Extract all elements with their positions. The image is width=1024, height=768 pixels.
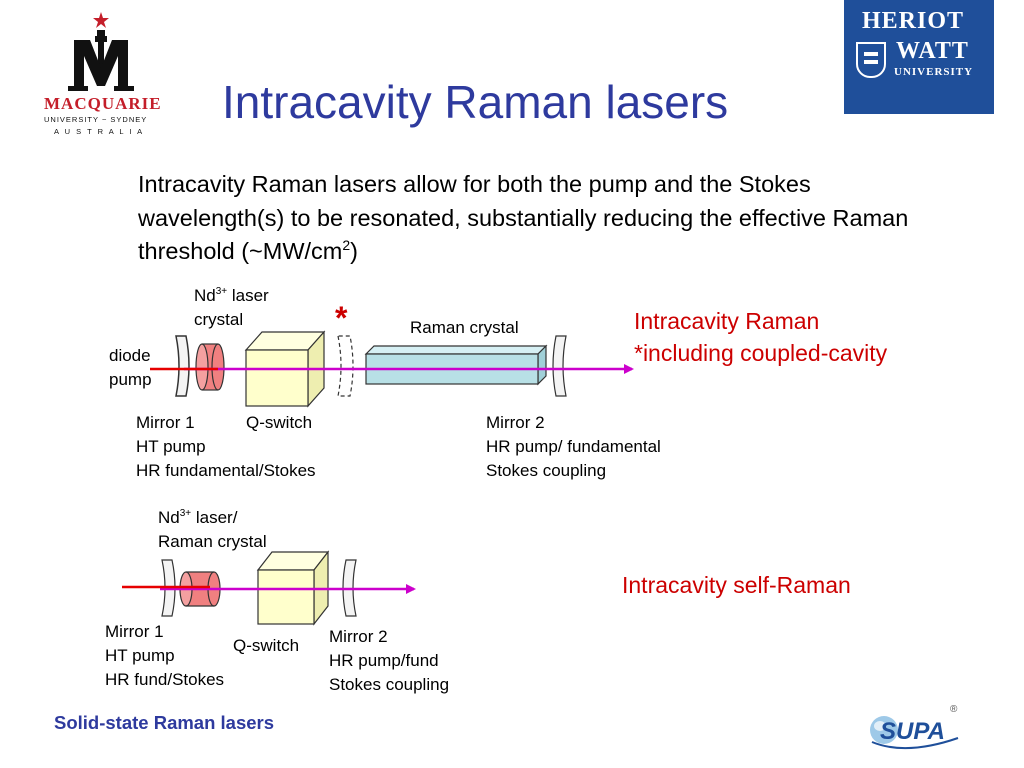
diagram2-nd-prefix: Nd: [158, 508, 180, 527]
heriot-watt-logo: HERIOT WATT UNIVERSITY: [844, 0, 994, 114]
macquarie-emblem-icon: [68, 12, 134, 91]
diagram2-nd-line2: Raman crystal: [158, 532, 267, 551]
heriot-watt-line1: HERIOT: [862, 8, 965, 34]
diagram1-mirror1-line2: HT pump: [136, 437, 206, 456]
coupled-cavity-star: *: [335, 300, 348, 336]
diagram1-diode-line2: pump: [109, 370, 152, 389]
diagram2-qswitch-label: Q-switch: [233, 636, 300, 655]
diagram2-mirror2-label: Mirror 2 HR pump/fund Stokes coupling: [329, 625, 449, 697]
heriot-watt-crest-icon: [856, 42, 886, 78]
diagram1-mirror2-line2: HR pump/ fundamental: [486, 437, 661, 456]
diagram1-mirror2-line1: Mirror 2: [486, 413, 545, 432]
diagram1-laser-crystal-shape: [195, 343, 225, 391]
heriot-watt-line3: UNIVERSITY: [894, 66, 974, 78]
diagram2-mirror2-line2: HR pump/fund: [329, 651, 439, 670]
intro-end: ): [350, 238, 358, 264]
diagram1-mirror2-label: Mirror 2 HR pump/ fundamental Stokes cou…: [486, 411, 661, 483]
diagram1-mirror1-shape: [175, 335, 190, 397]
macquarie-line3: A U S T R A L I A: [54, 127, 145, 136]
supa-logo: SUPA ®: [866, 704, 966, 758]
diagram2-nd-label: Nd3+ laser/ Raman crystal: [158, 506, 267, 554]
diagram1-mirror2-shape: [552, 335, 567, 397]
diagram2-caption: Intracavity self-Raman: [622, 572, 851, 598]
diagram1-caption: Intracavity Raman *including coupled-cav…: [634, 305, 887, 369]
intro-text: Intracavity Raman lasers allow for both …: [138, 171, 909, 264]
diagram2-mirror2-line3: Stokes coupling: [329, 675, 450, 694]
intro-superscript: 2: [342, 237, 351, 253]
diagram1-nd-sup: 3+: [215, 286, 228, 297]
diagram1-coupled-mirror-shape: [337, 335, 354, 397]
diagram1-diode-pump-label: diode pump: [109, 344, 152, 392]
page-title: Intracavity Raman lasers: [222, 76, 729, 128]
intro-paragraph: Intracavity Raman lasers allow for both …: [138, 168, 928, 269]
macquarie-line2: UNIVERSITY ~ SYDNEY: [44, 115, 148, 124]
diagram1-mirror1-label: Mirror 1 HT pump HR fundamental/Stokes: [136, 411, 316, 483]
diagram1-nd-prefix: Nd: [194, 286, 216, 305]
diagram2: [122, 550, 416, 626]
supa-name: SUPA: [880, 718, 945, 745]
diagram1-diode-line1: diode: [109, 346, 151, 365]
diagram2-mirror1-line2: HT pump: [105, 646, 175, 665]
diagram1-nd-rest: laser: [227, 286, 269, 305]
diagram1-nd-line2: crystal: [194, 310, 244, 329]
diagram1-nd-label: Nd3+ laser crystal: [194, 284, 269, 332]
diagram2-mirror2-line1: Mirror 2: [329, 627, 388, 646]
diagram1-qswitch-shape: [244, 330, 326, 408]
diagram1-raman-crystal-label: Raman crystal: [410, 318, 519, 337]
diagram2-mirror1-line3: HR fund/Stokes: [105, 670, 225, 689]
supa-globe-icon: [870, 716, 959, 750]
diagram1-raman-crystal-shape: [364, 344, 548, 386]
heriot-watt-line2: WATT: [896, 38, 969, 64]
macquarie-name: MACQUARIE: [44, 94, 162, 113]
diagram2-mirror1-label: Mirror 1 HT pump HR fund/Stokes: [105, 620, 224, 692]
diagram1-mirror1-line1: Mirror 1: [136, 413, 195, 432]
diagram1-caption-line2: *including coupled-cavity: [634, 340, 888, 366]
diagram2-mirror1-line1: Mirror 1: [105, 622, 164, 641]
footer-title: Solid-state Raman lasers: [54, 712, 275, 733]
diagram1: [150, 330, 634, 408]
diagram1-caption-line1: Intracavity Raman: [634, 308, 820, 334]
diagram1-mirror1-line3: HR fundamental/Stokes: [136, 461, 316, 480]
diagram2-nd-rest: laser/: [191, 508, 238, 527]
diagram1-mirror2-line3: Stokes coupling: [486, 461, 607, 480]
diagram1-qswitch-label: Q-switch: [246, 413, 313, 432]
macquarie-logo: MACQUARIE UNIVERSITY ~ SYDNEY A U S T R …: [38, 8, 172, 138]
supa-registered: ®: [950, 704, 958, 715]
diagram2-nd-sup: 3+: [179, 508, 192, 519]
